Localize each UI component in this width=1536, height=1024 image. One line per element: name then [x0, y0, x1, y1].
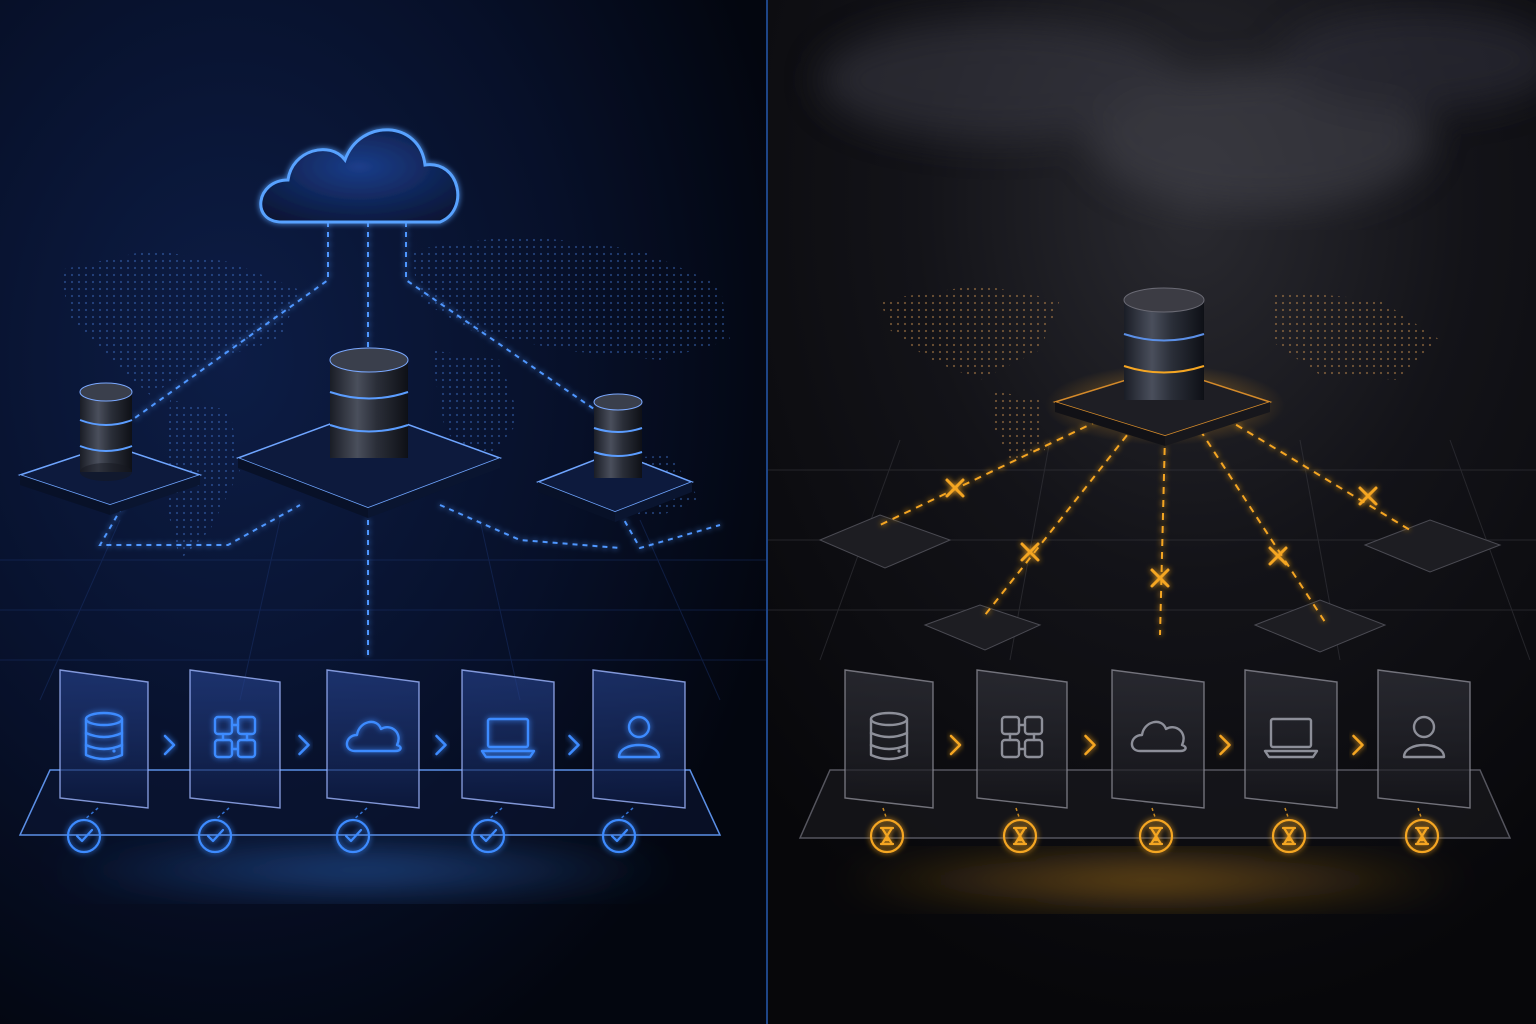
chevron-right-icon	[1352, 734, 1364, 756]
laptop-icon	[1263, 717, 1319, 759]
left-pipeline-card-3	[326, 669, 420, 854]
right-panel-disconnected	[768, 0, 1536, 1024]
grid-icon	[213, 715, 257, 759]
x-icon	[1020, 542, 1040, 562]
left-ground-grid	[0, 519, 766, 701]
hourglass-icon	[1404, 818, 1440, 854]
x-icon	[1150, 568, 1170, 588]
left-pipeline-card-5	[592, 669, 686, 854]
check-icon	[66, 818, 102, 854]
check-icon	[197, 818, 233, 854]
right-hub-server	[1045, 287, 1285, 446]
right-pipeline-card-3	[1111, 669, 1205, 854]
cloud-icon	[345, 720, 402, 753]
hourglass-icon	[1002, 818, 1038, 854]
chevron-right-icon	[568, 734, 580, 756]
database-icon	[869, 711, 909, 761]
left-server-small-right	[535, 393, 695, 522]
check-icon	[470, 818, 506, 854]
right-pipeline-card-4	[1244, 669, 1338, 854]
left-pipeline-card-1	[59, 669, 149, 854]
left-server-small-left	[17, 382, 203, 515]
user-icon	[617, 715, 661, 759]
laptop-icon	[480, 717, 536, 759]
chevron-right-icon	[949, 734, 962, 756]
cloud-icon	[1130, 720, 1187, 753]
left-panel-connected	[0, 0, 766, 1024]
right-world-map	[880, 285, 1440, 460]
left-pipeline-card-2	[189, 669, 281, 854]
x-icon	[1268, 546, 1288, 566]
grid-icon	[1000, 715, 1044, 759]
x-icon	[1358, 486, 1378, 506]
chevron-right-icon	[298, 734, 310, 756]
right-broken-links	[879, 414, 1411, 636]
check-icon	[335, 818, 371, 854]
user-icon	[1402, 715, 1446, 759]
left-world-map	[60, 235, 730, 560]
hourglass-icon	[1138, 818, 1174, 854]
chevron-right-icon	[163, 734, 176, 756]
chevron-right-icon	[435, 734, 447, 756]
chevron-right-icon	[1219, 734, 1231, 756]
left-pipeline-card-4	[461, 669, 555, 854]
database-icon	[84, 711, 124, 761]
left-server-center	[235, 347, 503, 518]
broken-tiles	[818, 514, 1502, 653]
storm-clouds	[820, 10, 1536, 210]
check-icon	[601, 818, 637, 854]
chevron-right-icon	[1084, 734, 1096, 756]
cloud-hub	[259, 128, 460, 224]
hourglass-icon	[869, 818, 905, 854]
hourglass-icon	[1271, 818, 1307, 854]
right-pipeline-card-1	[844, 669, 934, 854]
x-icon	[945, 478, 965, 498]
right-pipeline-card-5	[1377, 669, 1471, 854]
right-pipeline-card-2	[976, 669, 1068, 854]
